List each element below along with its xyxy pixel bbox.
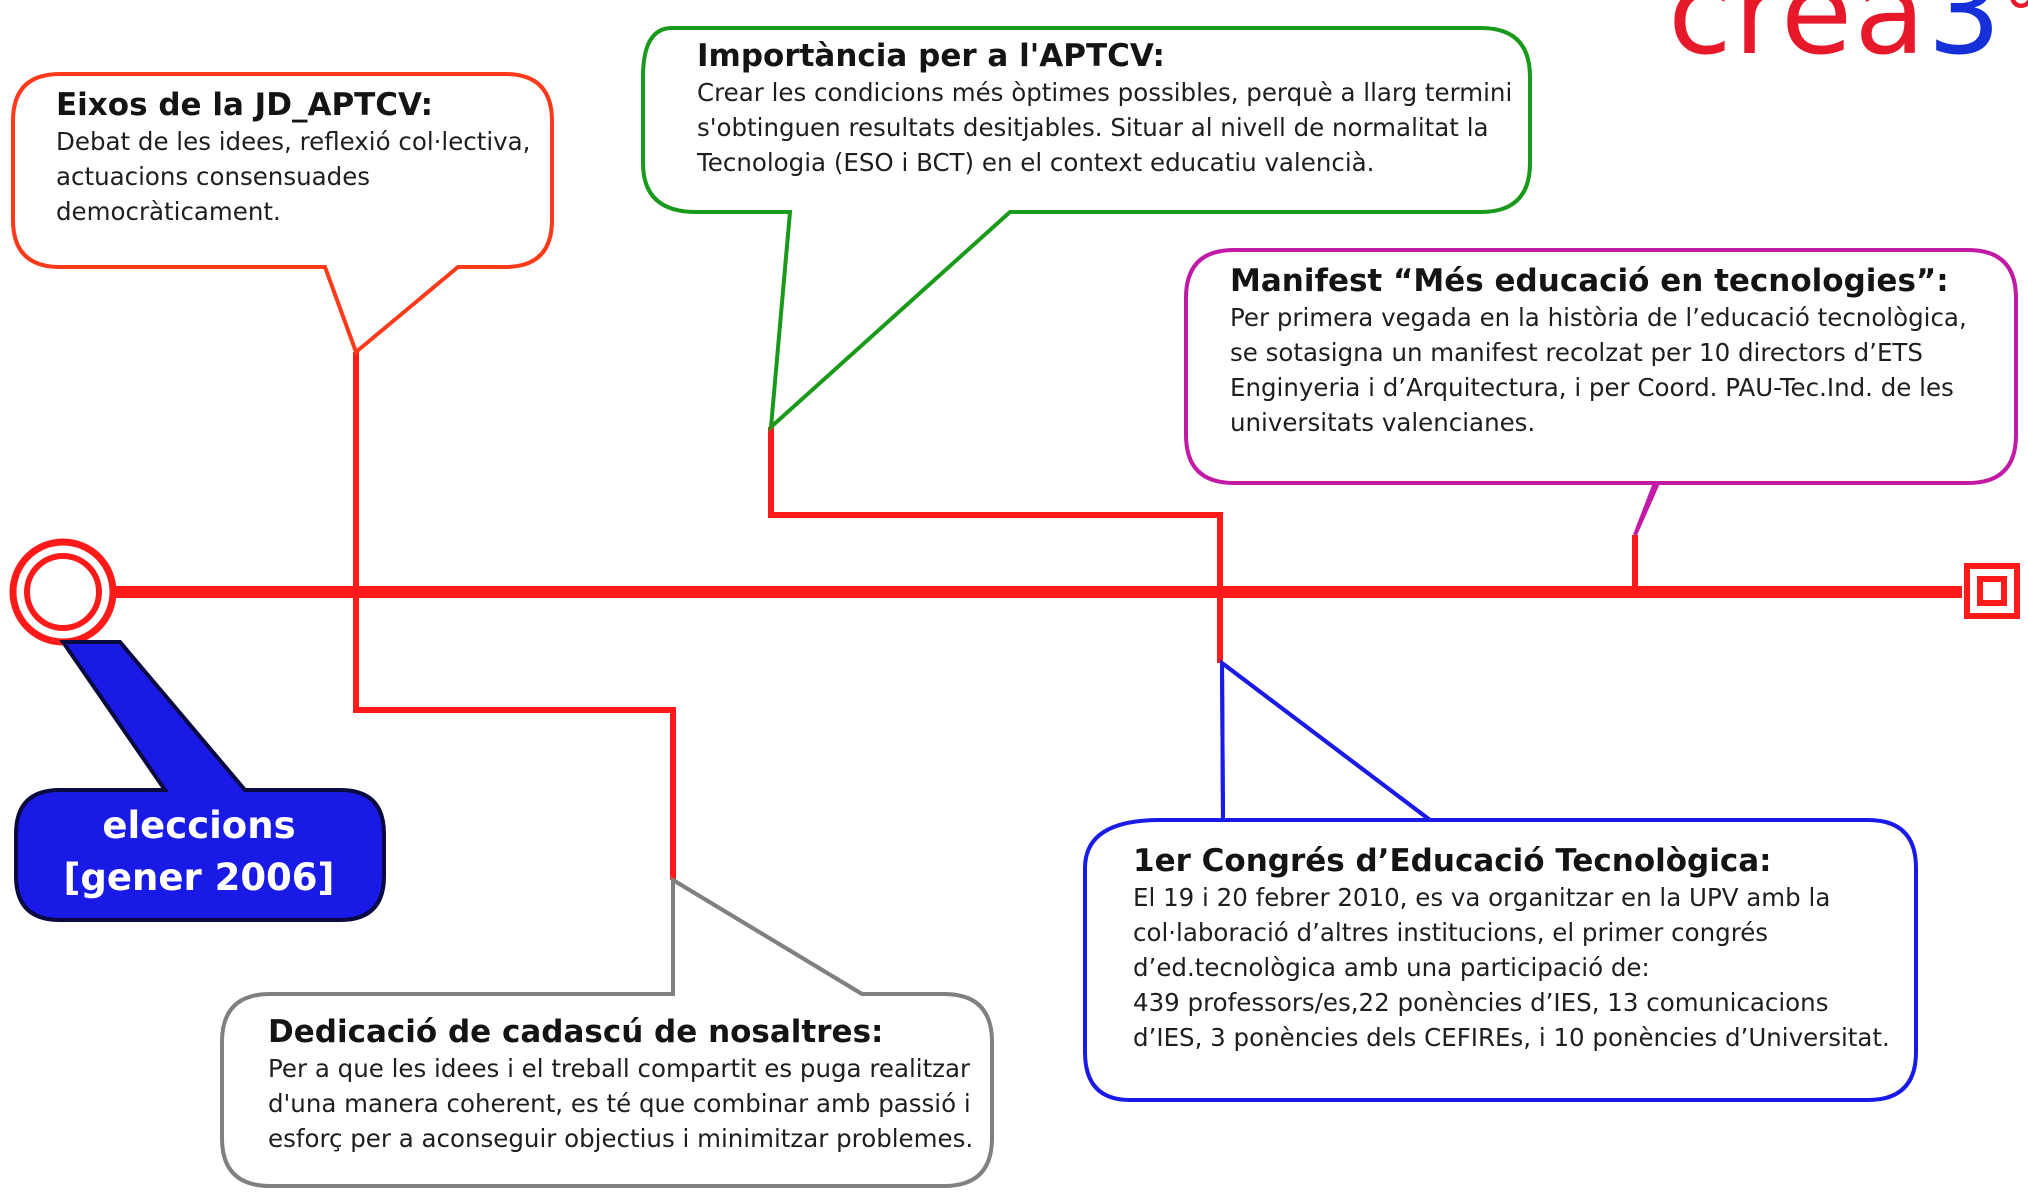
- callout-congres-line: 439 professors/es,22 ponències d’IES, 13…: [1133, 988, 1829, 1017]
- callout-manifest-shape: [1184, 248, 2018, 536]
- callout-importancia-line: Crear les condicions més òptimes possibl…: [697, 78, 1513, 107]
- callout-eixos-shape: [11, 72, 554, 356]
- callout-manifest-title: Manifest “Més educació en tecnologies”:: [1230, 263, 1949, 299]
- callout-dedicacio: Dedicació de cadascú de nosaltres: Per a…: [268, 1013, 983, 1156]
- callout-congres-line: d’IES, 3 ponències dels CEFIREs, i 10 po…: [1133, 1023, 1890, 1052]
- callout-congres-pointer: [1220, 661, 1432, 822]
- callout-importancia-line: s'obtinguen resultats desitjables. Situa…: [697, 113, 1489, 142]
- callout-eixos-line: Debat de les idees, reflexió col·lectiva…: [56, 127, 531, 156]
- timeline-end-marker-inner: [1977, 576, 2007, 606]
- callout-importancia-shape: [641, 26, 1532, 432]
- callout-dedicacio-line: esforç per a aconseguir objectius i mini…: [268, 1124, 974, 1153]
- callout-congres: 1er Congrés d’Educació Tecnològica: El 1…: [1133, 842, 1908, 1055]
- callout-congres-line: El 19 i 20 febrer 2010, es va organitzar…: [1133, 883, 1831, 912]
- connector-importancia-congres: [768, 427, 1223, 663]
- crea3-logo: crea3°: [1668, 0, 2028, 81]
- callout-dedicacio-line: Per a que les idees i el treball compart…: [268, 1054, 971, 1083]
- callout-dedicacio-pointer: [671, 878, 864, 996]
- callout-importancia: Importància per a l'APTCV: Crear les con…: [697, 37, 1517, 180]
- start-label: eleccions [gener 2006]: [18, 800, 380, 904]
- callout-manifest-line: Enginyeria i d’Arquitectura, i per Coord…: [1230, 373, 1954, 402]
- callout-manifest: Manifest “Més educació en tecnologies”: …: [1230, 262, 2010, 440]
- callout-importancia-title: Importància per a l'APTCV:: [697, 38, 1165, 74]
- callout-congres-title: 1er Congrés d’Educació Tecnològica:: [1133, 843, 1772, 879]
- callout-dedicacio-title: Dedicació de cadascú de nosaltres:: [268, 1014, 884, 1050]
- start-label-shape: [14, 640, 386, 922]
- callout-congres-line: col·laboració d’altres institucions, el …: [1133, 918, 1769, 947]
- callout-manifest-line: se sotasigna un manifest recolzat per 10…: [1230, 338, 1923, 367]
- start-label-line1: eleccions: [102, 804, 296, 847]
- callout-eixos-title: Eixos de la JD_APTCV:: [56, 87, 434, 123]
- callout-manifest-line: universitats valencianes.: [1230, 408, 1536, 437]
- callout-importancia-line: Tecnologia (ESO i BCT) en el context edu…: [697, 148, 1375, 177]
- callout-manifest-line: Per primera vegada en la història de l’e…: [1230, 303, 1967, 332]
- callout-congres-line: d’ed.tecnològica amb una participació de…: [1133, 953, 1650, 982]
- connector-eixos-dedicacio: [353, 352, 676, 880]
- callout-eixos: Eixos de la JD_APTCV: Debat de les idees…: [56, 86, 536, 229]
- callout-dedicacio-line: d'una manera coherent, es té que combina…: [268, 1089, 971, 1118]
- start-label-line2: [gener 2006]: [63, 856, 335, 899]
- callout-congres-shape: [1083, 658, 1918, 1102]
- callout-eixos-line: actuacions consensuades: [56, 162, 371, 191]
- callout-eixos-line: democràticament.: [56, 197, 281, 226]
- timeline-start-marker-inner: [24, 553, 102, 631]
